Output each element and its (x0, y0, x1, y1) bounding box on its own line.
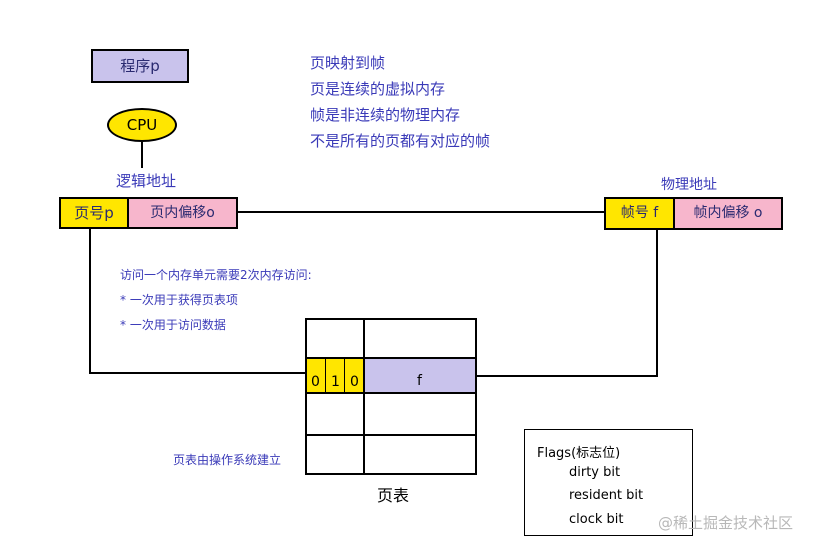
frame-number-cell: 帧号 f (606, 199, 675, 228)
frame-offset-cell: 帧内偏移 o (675, 199, 781, 228)
flag-item: dirty bit (569, 465, 621, 480)
watermark: @稀土掘金技术社区 (658, 514, 794, 532)
page-offset-cell: 页内偏移o (129, 199, 236, 227)
offset-connector (238, 211, 604, 213)
flag-item: clock bit (569, 512, 624, 527)
logical-address-box: 页号p 页内偏移o (59, 197, 238, 229)
page-table-column-divider (363, 318, 365, 475)
page-number-cell: 页号p (61, 199, 129, 227)
note-line: 页映射到帧 (310, 54, 386, 72)
flag-item: resident bit (569, 488, 644, 503)
cpu-node: CPU (107, 108, 177, 142)
flags-box: Flags(标志位) dirty bit resident bit clock … (524, 429, 693, 536)
access-note-line: 访问一个内存单元需要2次内存访问: (120, 268, 312, 282)
physical-address-box: 帧号 f 帧内偏移 o (604, 197, 783, 230)
page-table-entry-frame-bg (364, 358, 475, 392)
page-table-bit: 0 (311, 374, 320, 390)
page-table-row-divider (305, 357, 477, 359)
page-table (305, 318, 477, 475)
page-table-built-by: 页表由操作系统建立 (173, 453, 282, 467)
page-table-bit-divider (325, 358, 326, 393)
mapping-notes: 页映射到帧 页是连续的虚拟内存 帧是非连续的物理内存 不是所有的页都有对应的帧 (310, 50, 490, 154)
logical-address-title: 逻辑地址 (116, 172, 177, 190)
page-table-bit: 0 (350, 374, 359, 390)
cpu-connector (141, 142, 143, 168)
frame-connector-horizontal (476, 375, 658, 377)
page-table-row-divider (305, 434, 477, 436)
page-table-border-top (305, 318, 477, 320)
program-box: 程序p (91, 49, 189, 83)
page-number-connector-vertical (89, 229, 91, 374)
page-table-border-right (475, 318, 477, 475)
physical-address-title: 物理地址 (661, 177, 717, 193)
page-table-frame-value: f (417, 373, 422, 389)
access-note-line: * 一次用于获得页表项 (120, 293, 238, 307)
page-table-border-bottom (305, 473, 477, 475)
page-table-bit: 1 (331, 374, 340, 390)
memory-access-note: 访问一个内存单元需要2次内存访问: * 一次用于获得页表项 * 一次用于访问数据 (120, 263, 312, 338)
note-line: 帧是非连续的物理内存 (310, 106, 461, 124)
page-table-entry-bits-bg (307, 358, 364, 392)
flags-title: Flags(标志位) (537, 446, 621, 461)
page-table-title: 页表 (377, 486, 410, 505)
page-table-border-left (305, 318, 307, 475)
note-line: 页是连续的虚拟内存 (310, 80, 446, 98)
page-table-row-divider (305, 392, 477, 394)
page-table-bit-divider (344, 358, 345, 393)
note-line: 不是所有的页都有对应的帧 (310, 132, 491, 150)
access-note-line: * 一次用于访问数据 (120, 318, 226, 332)
page-number-connector-horizontal (89, 372, 307, 374)
frame-connector-vertical (656, 230, 658, 377)
